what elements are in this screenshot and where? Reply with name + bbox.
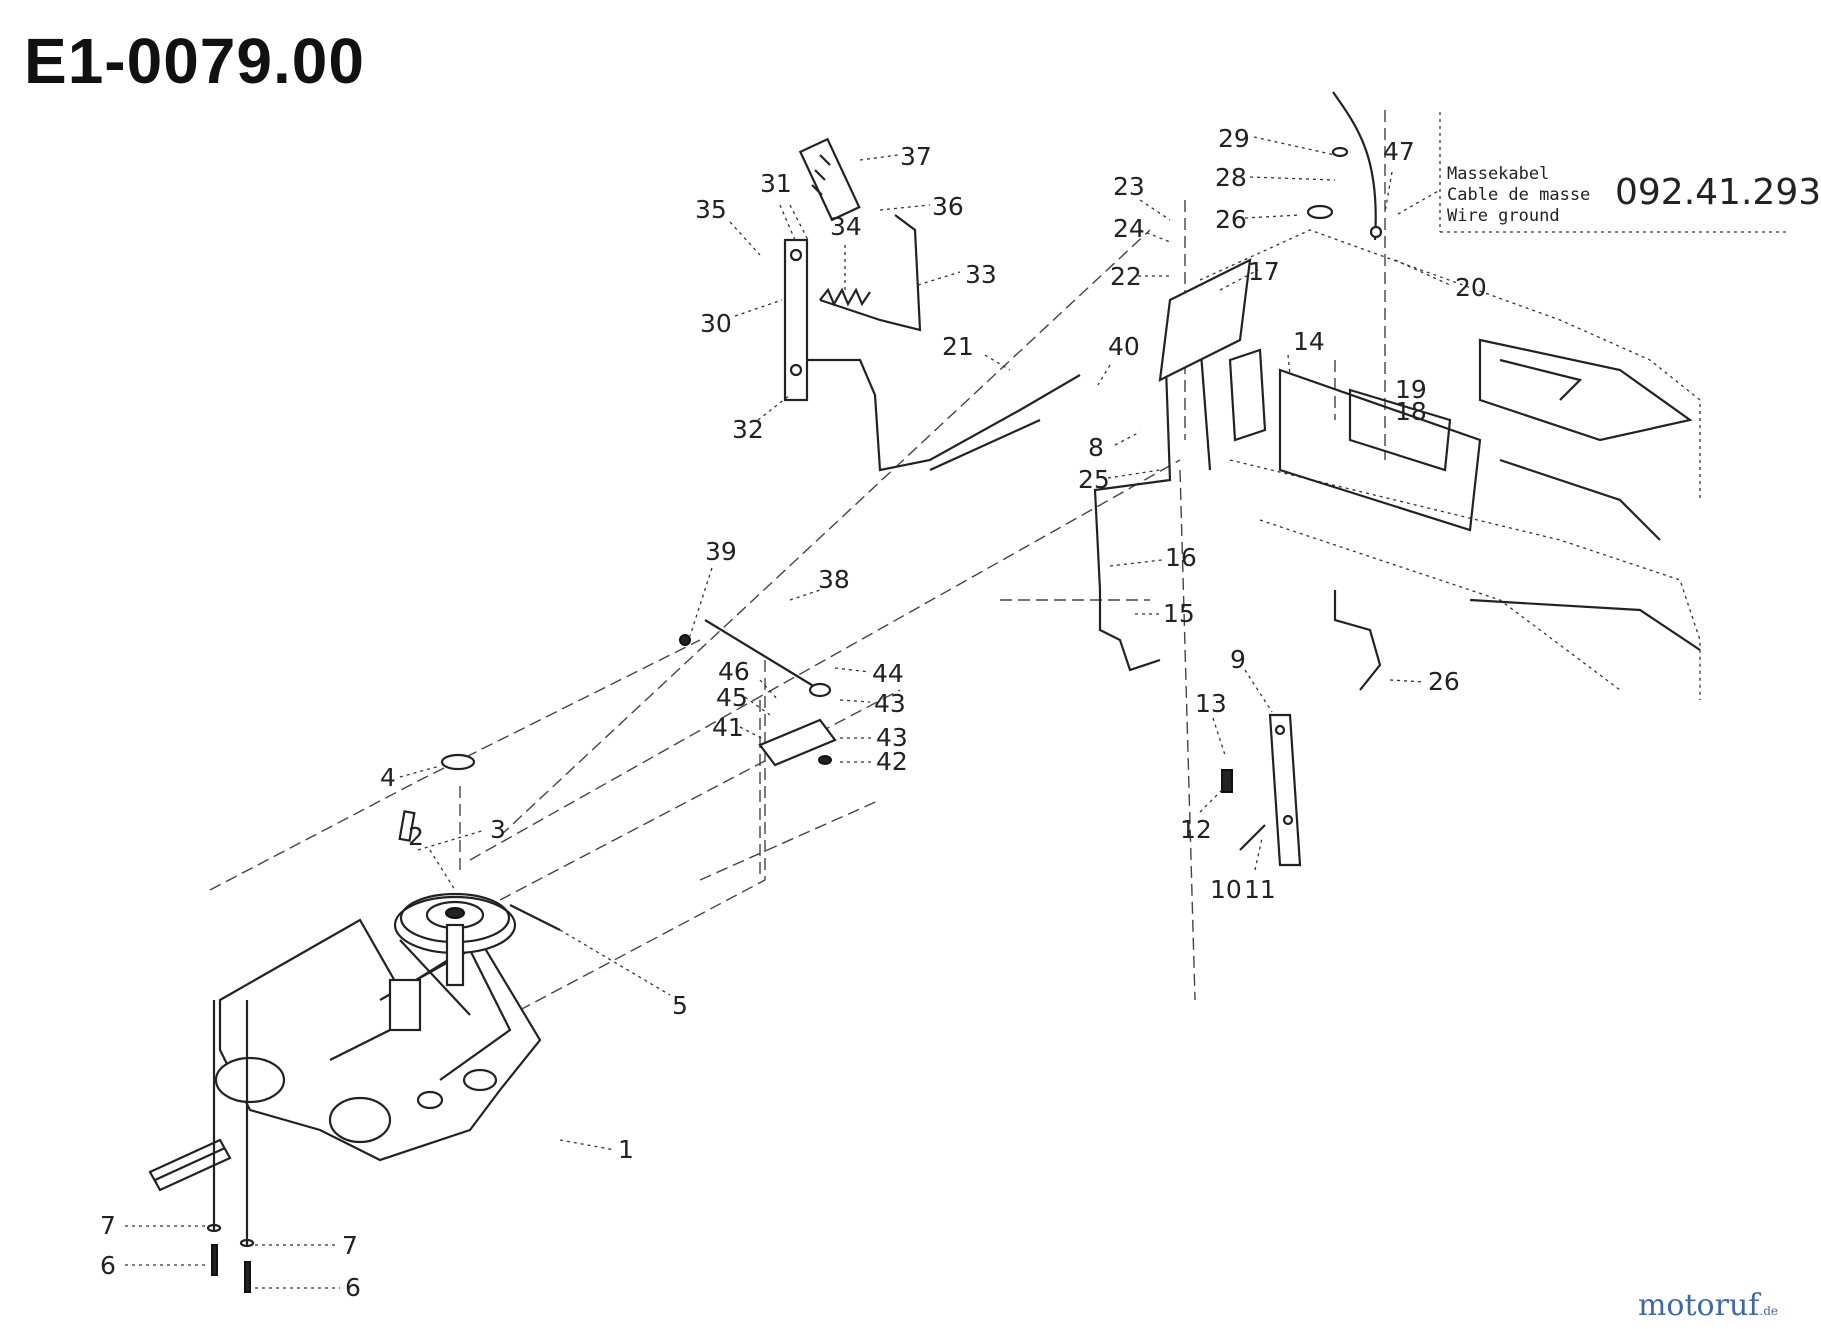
wire-note-line-3: Wire ground [1447, 206, 1560, 226]
callout-9: 9 [1230, 645, 1246, 674]
callout-7a: 7 [100, 1211, 116, 1240]
callout-36: 36 [932, 192, 964, 221]
assembly-guide-lines [209, 110, 1386, 1011]
callout-17: 17 [1248, 257, 1280, 286]
callout-10: 10 [1210, 875, 1242, 904]
callout-20: 20 [1455, 273, 1487, 302]
transmission-housing [214, 918, 542, 1162]
callout-6b: 6 [345, 1273, 361, 1302]
bolt-10 [1239, 824, 1266, 851]
brand-name: motoruf [1637, 1288, 1760, 1323]
callout-31: 31 [760, 169, 792, 198]
v-belt [399, 904, 561, 1016]
spring-34 [819, 287, 871, 307]
callout-39: 39 [705, 537, 737, 566]
callout-44: 44 [872, 659, 904, 688]
link-rod-38 [679, 619, 821, 691]
callout-26b: 26 [1428, 667, 1460, 696]
callout-18: 18 [1395, 397, 1427, 426]
callout-5: 5 [672, 991, 688, 1020]
ground-cable [1306, 91, 1383, 241]
callout-35: 35 [695, 195, 727, 224]
callout-16: 16 [1165, 543, 1197, 572]
callout-47: 47 [1383, 137, 1415, 166]
callout-25: 25 [1078, 465, 1110, 494]
bracket-17 [1158, 258, 1252, 382]
shift-rod [790, 358, 1081, 472]
nut-part-4 [440, 753, 476, 771]
shift-lever [798, 137, 922, 332]
callout-29: 29 [1218, 124, 1250, 153]
rod-26 [1333, 590, 1382, 691]
callout-26a: 26 [1215, 205, 1247, 234]
callout-37: 37 [900, 142, 932, 171]
callout-40: 40 [1108, 332, 1140, 361]
bracket-41 [758, 682, 837, 767]
key-part-3 [398, 810, 416, 842]
brand-suffix: .de [1759, 1304, 1778, 1318]
chassis-frame [1199, 229, 1701, 700]
bracket-30 [783, 238, 809, 402]
callout-1: 1 [618, 1135, 634, 1164]
callout-6a: 6 [100, 1251, 116, 1280]
callout-4: 4 [380, 763, 396, 792]
callout-33: 33 [965, 260, 997, 289]
bolt-12 [1221, 769, 1233, 793]
rod-15 [1098, 590, 1161, 672]
wire-note-text: Massekabel Cable de masse Wire ground [1447, 164, 1590, 227]
brand-logo[interactable]: motoruf.de [1638, 1288, 1778, 1323]
callout-22: 22 [1110, 262, 1142, 291]
callout-28: 28 [1215, 163, 1247, 192]
callout-42: 42 [876, 747, 908, 776]
callouts: 1 2 3 4 5 6 6 7 7 8 9 10 11 12 13 14 15 [100, 124, 1487, 1302]
callout-45: 45 [716, 683, 748, 712]
axle-shaft [148, 1138, 232, 1192]
mounting-bolts [206, 1000, 255, 1293]
callout-38: 38 [818, 565, 850, 594]
callout-43b: 43 [876, 723, 908, 752]
lever-9 [1268, 713, 1302, 867]
callout-12: 12 [1180, 815, 1212, 844]
callout-8: 8 [1088, 433, 1104, 462]
callout-2: 2 [408, 822, 424, 851]
wire-part-number: 092.41.293 [1615, 172, 1821, 213]
callout-14: 14 [1293, 327, 1325, 356]
callout-19: 19 [1395, 375, 1427, 404]
callout-21: 21 [942, 332, 974, 361]
callout-46: 46 [718, 657, 750, 686]
callout-34: 34 [830, 212, 862, 241]
callout-13: 13 [1195, 689, 1227, 718]
callout-30: 30 [700, 309, 732, 338]
wire-note-frame [1397, 112, 1790, 233]
callout-3: 3 [490, 815, 506, 844]
drive-pulley [393, 892, 517, 987]
callout-41: 41 [712, 713, 744, 742]
rod-vertical [1093, 339, 1212, 591]
callout-11: 11 [1244, 875, 1276, 904]
wire-note-line-2: Cable de masse [1447, 185, 1591, 205]
callout-23: 23 [1113, 172, 1145, 201]
callout-43a: 43 [874, 689, 906, 718]
diagram-title: E1-0079.00 [24, 25, 365, 97]
callout-15: 15 [1163, 599, 1195, 628]
wire-note-line-1: Massekabel [1447, 164, 1550, 184]
callout-32: 32 [732, 415, 764, 444]
callout-7b: 7 [342, 1231, 358, 1260]
callout-24: 24 [1113, 214, 1145, 243]
